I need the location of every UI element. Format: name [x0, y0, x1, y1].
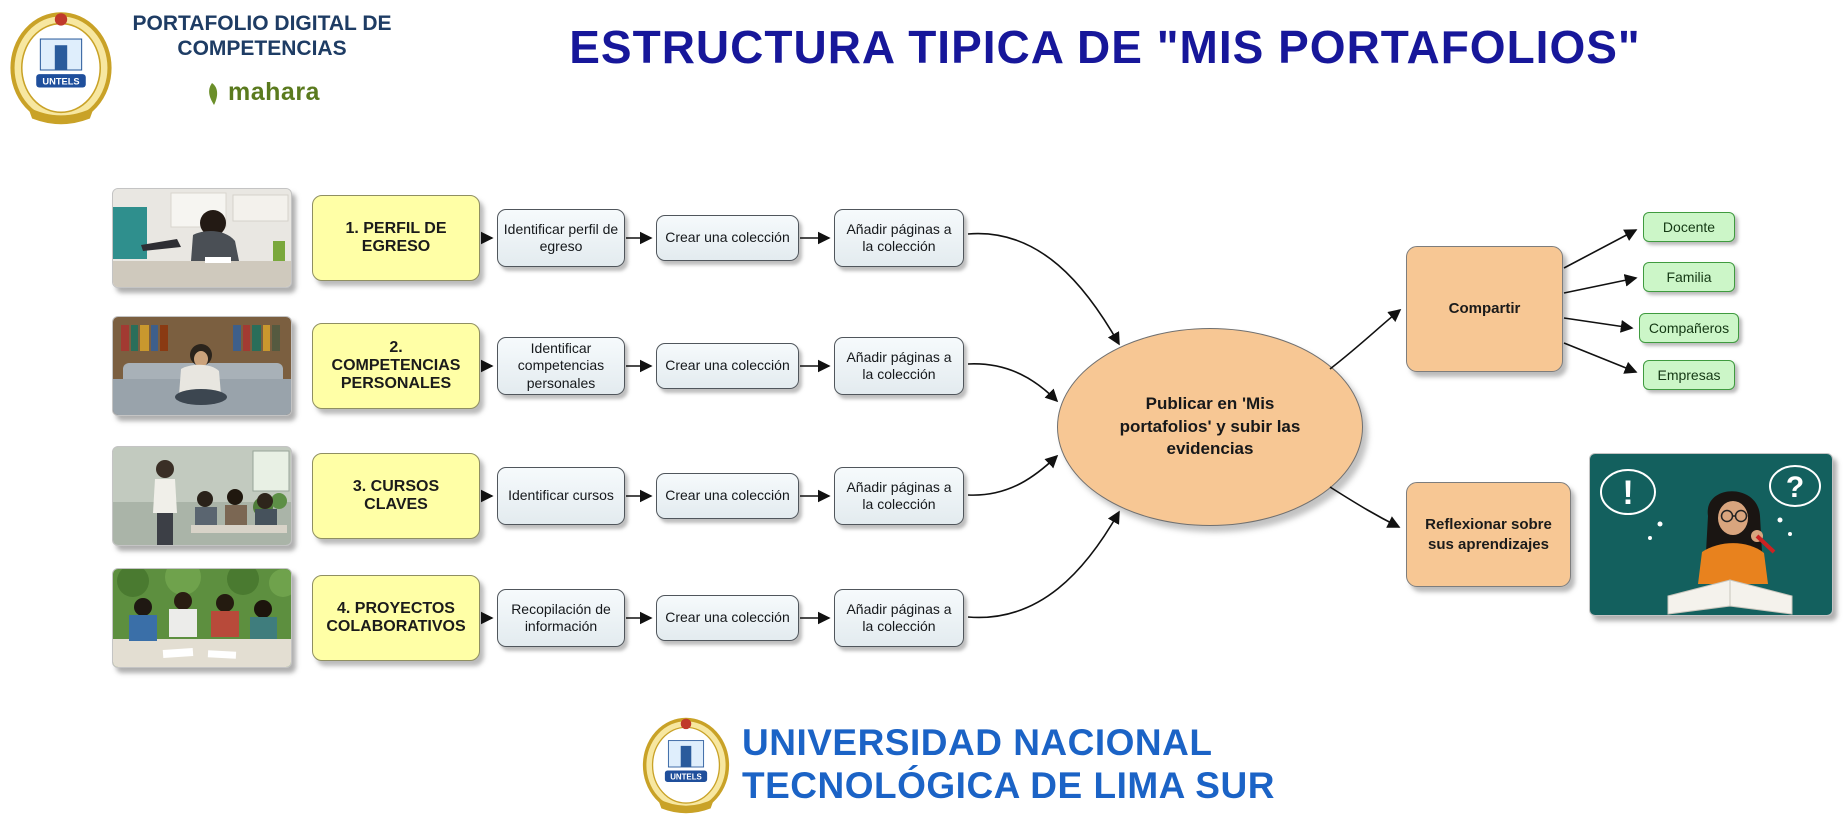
- audience-familia: Familia: [1643, 262, 1735, 292]
- step-label: Crear una colección: [665, 229, 790, 246]
- publish-ellipse: Publicar en 'Mis portafolios' y subir la…: [1057, 328, 1363, 526]
- university-name: UNIVERSIDAD NACIONAL TECNOLÓGICA DE LIMA…: [742, 722, 1362, 807]
- step-box: Añadir páginas a la colección: [834, 589, 964, 647]
- university-line1: UNIVERSIDAD NACIONAL: [742, 722, 1213, 763]
- step-label: Añadir páginas a la colección: [846, 348, 952, 383]
- step-box: Añadir páginas a la colección: [834, 337, 964, 395]
- step-box: Crear una colección: [656, 473, 799, 519]
- topic-box-3: 3. CURSOS CLAVES: [312, 453, 480, 539]
- step-box: Recopilación de información: [497, 589, 625, 647]
- step-label: Identificar competencias personales: [517, 339, 605, 391]
- audience-empresas: Empresas: [1643, 360, 1735, 390]
- step-label: Añadir páginas a la colección: [846, 220, 952, 255]
- page-title: ESTRUCTURA TIPICA DE "MIS PORTAFOLIOS": [569, 21, 1641, 73]
- photo-thinking-woman: ! ?: [1589, 453, 1833, 616]
- footer-crest-icon: UNTELS: [642, 708, 730, 826]
- reflexionar-label: Reflexionar sobre sus aprendizajes: [1425, 516, 1552, 553]
- photo-classroom: [112, 446, 292, 546]
- topic-box-1: 1. PERFIL DE EGRESO: [312, 195, 480, 281]
- doodle-question: ?: [1786, 471, 1804, 504]
- topic-label-1: 1. PERFIL DE EGRESO: [345, 220, 447, 255]
- audience-label: Familia: [1666, 269, 1712, 285]
- mahara-label: mahara: [228, 78, 320, 106]
- photo-student-desk: [112, 188, 292, 288]
- audience-docente: Docente: [1643, 212, 1735, 242]
- university-line2: TECNOLÓGICA DE LIMA SUR: [742, 764, 1275, 806]
- step-label: Añadir páginas a la colección: [846, 600, 952, 635]
- audience-label: Empresas: [1657, 367, 1721, 383]
- step-box: Añadir páginas a la colección: [834, 209, 964, 267]
- topic-label-4: 4. PROYECTOS COLABORATIVOS: [326, 600, 466, 635]
- topic-box-4: 4. PROYECTOS COLABORATIVOS: [312, 575, 480, 661]
- step-box: Crear una colección: [656, 595, 799, 641]
- step-label: Identificar perfil de egreso: [503, 220, 619, 255]
- audience-companeros: Compañeros: [1639, 313, 1739, 343]
- compartir-label: Compartir: [1448, 300, 1521, 318]
- step-box: Añadir páginas a la colección: [834, 467, 964, 525]
- step-label: Identificar cursos: [508, 487, 614, 504]
- photo-group-work: [112, 568, 292, 668]
- reflexionar-box: Reflexionar sobre sus aprendizajes: [1406, 482, 1571, 587]
- step-label: Crear una colección: [665, 487, 790, 504]
- mahara-leaf-icon: [209, 82, 218, 105]
- step-box: Identificar cursos: [497, 467, 625, 525]
- topic-label-3: 3. CURSOS CLAVES: [352, 478, 440, 513]
- step-box: Crear una colección: [656, 215, 799, 261]
- topic-label-2: 2. COMPETENCIAS PERSONALES: [331, 339, 461, 392]
- step-label: Recopilación de información: [511, 600, 611, 635]
- audience-label: Compañeros: [1648, 320, 1730, 336]
- crest-label: UNTELS: [670, 772, 702, 781]
- step-label: Crear una colección: [665, 609, 790, 626]
- photo-person-couch: [112, 316, 292, 416]
- audience-label: Docente: [1662, 219, 1716, 235]
- program-title: PORTAFOLIO DIGITAL DE COMPETENCIAS: [132, 12, 392, 60]
- crest-label: UNTELS: [42, 76, 79, 86]
- untels-crest-icon: UNTELS: [8, 6, 114, 134]
- step-label: Añadir páginas a la colección: [846, 478, 952, 513]
- publish-label: Publicar en 'Mis portafolios' y subir la…: [1119, 393, 1301, 459]
- doodle-exclaim: !: [1622, 474, 1633, 512]
- compartir-box: Compartir: [1406, 246, 1563, 372]
- topic-box-2: 2. COMPETENCIAS PERSONALES: [312, 323, 480, 409]
- mahara-logo: mahara: [112, 78, 412, 107]
- step-box: Crear una colección: [656, 343, 799, 389]
- step-box: Identificar competencias personales: [497, 337, 625, 395]
- step-box: Identificar perfil de egreso: [497, 209, 625, 267]
- step-label: Crear una colección: [665, 357, 790, 374]
